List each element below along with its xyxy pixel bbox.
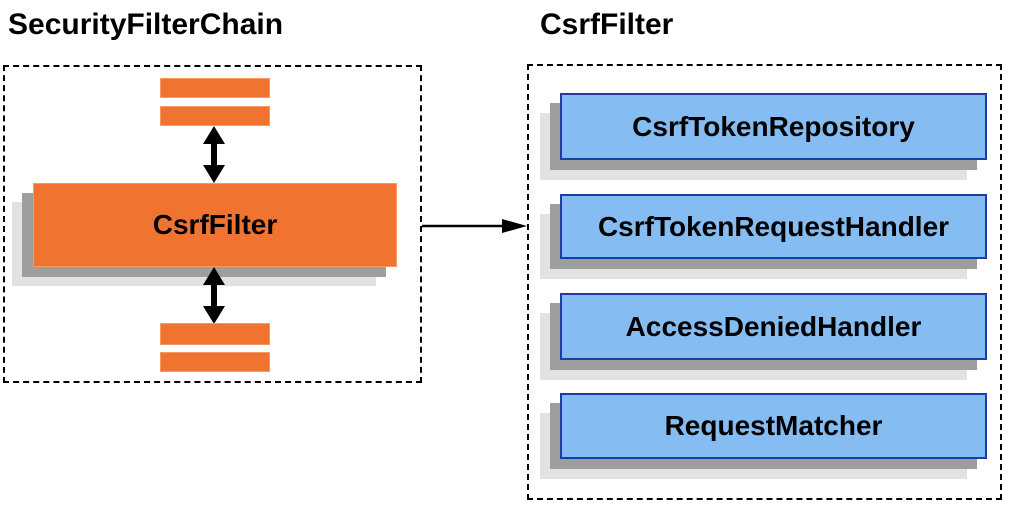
component-label: RequestMatcher	[664, 410, 883, 441]
bidirectional-arrow-bottom-icon	[203, 267, 225, 324]
filter-bar-bottom-2	[160, 352, 270, 372]
filter-bar-top-2	[160, 106, 270, 126]
bidirectional-arrow-top-icon	[203, 126, 225, 183]
component-box-request-matcher: RequestMatcher	[560, 393, 987, 459]
component-label: AccessDeniedHandler	[625, 310, 922, 342]
csrf-filter-box: CsrfFilter	[33, 183, 397, 267]
flow-arrow-icon	[422, 219, 527, 233]
right-panel-title: CsrfFilter	[540, 8, 674, 41]
component-label: CsrfTokenRequestHandler	[597, 210, 950, 242]
filter-bar-top-1	[160, 78, 270, 98]
component-box-access-denied-handler: AccessDeniedHandler	[560, 293, 987, 360]
security-filter-chain-container	[3, 65, 422, 383]
component-box-csrf-token-request-handler: CsrfTokenRequestHandler	[560, 194, 987, 259]
csrf-filter-container	[527, 64, 1002, 500]
filter-bar-bottom-1	[160, 323, 270, 345]
left-panel-title: SecurityFilterChain	[8, 8, 284, 41]
component-box-csrf-token-repository: CsrfTokenRepository	[560, 93, 987, 160]
csrf-filter-box-label: CsrfFilter	[152, 209, 278, 240]
component-label: CsrfTokenRepository	[632, 110, 915, 142]
